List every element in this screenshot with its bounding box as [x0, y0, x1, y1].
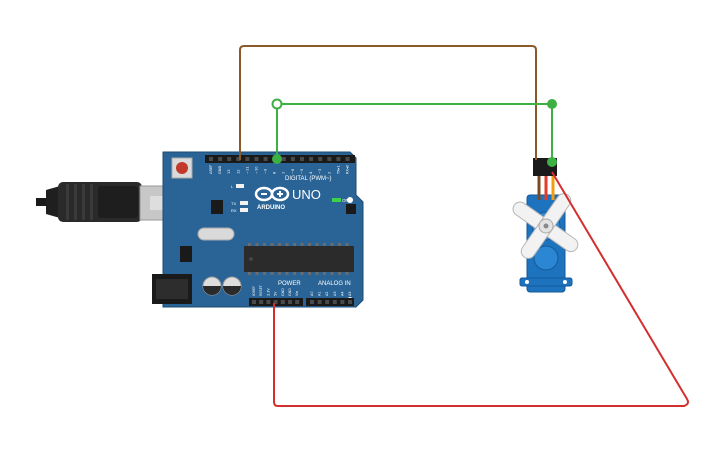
- rx-led-label: RX: [231, 208, 237, 213]
- arduino-uno-board[interactable]: AREF GND 13 12 ~11 ~10 ~9 8 7 ~6 ~5 4 ~3 2 TX▸1 RX◂0 DI…: [152, 151, 364, 308]
- analog-pin-label: A2: [325, 292, 329, 296]
- dc-power-jack[interactable]: [152, 274, 192, 304]
- on-led-label: ON: [342, 198, 349, 203]
- power-header-label: POWER: [278, 281, 301, 287]
- digital-pin-label: GND: [218, 166, 222, 174]
- capacitor: [222, 276, 242, 296]
- digital-pin-8[interactable]: [281, 157, 286, 161]
- rx-led: [240, 208, 248, 212]
- digital-pin-12[interactable]: [318, 157, 323, 161]
- digital-pin-1[interactable]: [218, 157, 223, 161]
- l-led-label: L: [231, 184, 234, 189]
- power-pin-label: 3.3V: [266, 288, 270, 296]
- analog-pin-label: A4: [340, 292, 344, 296]
- digital-pin-label: ~9: [264, 168, 268, 174]
- analog-header-label: ANALOG IN: [318, 281, 351, 287]
- on-led: [332, 198, 341, 202]
- wire-brown[interactable]: [239, 45, 537, 160]
- digital-pin-label: ~3: [318, 169, 322, 174]
- capacitor: [202, 276, 222, 296]
- digital-pin-label: 7: [282, 172, 286, 174]
- power-pin-3[interactable]: [273, 300, 278, 304]
- power-pin-label: RESET: [259, 284, 263, 296]
- digital-pin-9[interactable]: [290, 157, 295, 161]
- power-pin-label: GND: [281, 288, 285, 296]
- smd-chip: [346, 204, 356, 214]
- analog-pin-2[interactable]: [325, 300, 330, 304]
- analog-pin-1[interactable]: [317, 300, 322, 304]
- power-pin-label: GND: [288, 288, 292, 296]
- digital-pin-label: AREF: [209, 165, 213, 174]
- usb-cable-icon[interactable]: [36, 182, 171, 222]
- power-pin-label: 5V: [274, 291, 278, 296]
- power-pin-0[interactable]: [252, 300, 256, 304]
- digital-pin-2[interactable]: [227, 157, 232, 161]
- digital-pin-3[interactable]: [236, 157, 241, 161]
- analog-pin-label: A3: [333, 292, 337, 296]
- digital-pin-label: ~6: [291, 168, 295, 174]
- usb-chip: [211, 200, 223, 214]
- digital-pin-label: 4: [309, 171, 313, 174]
- wire-endpoint-servo-signal[interactable]: [547, 157, 557, 167]
- power-pin-5[interactable]: [288, 300, 292, 304]
- arduino-logo-icon: [254, 186, 290, 202]
- crystal-oscillator: [197, 227, 235, 241]
- analog-pin-0[interactable]: [310, 300, 314, 304]
- digital-pin-10[interactable]: [300, 157, 304, 161]
- tx-led-label: TX: [231, 201, 236, 206]
- servo-horn[interactable]: [510, 191, 580, 261]
- digital-pin-label: TX▸1: [336, 165, 340, 175]
- digital-pin-15[interactable]: [345, 157, 350, 161]
- digital-pin-0[interactable]: [209, 157, 213, 161]
- digital-pin-label: ~10: [255, 166, 259, 174]
- power-pin-label: Vin: [295, 291, 299, 296]
- digital-pin-label: 2: [327, 172, 331, 174]
- power-pin-2[interactable]: [266, 300, 271, 304]
- wire-bend-point[interactable]: [547, 99, 557, 109]
- wire-bend-point[interactable]: [271, 98, 283, 110]
- power-pin-1[interactable]: [259, 300, 264, 304]
- power-pin-label: IOREF: [252, 286, 256, 296]
- tx-led: [240, 201, 248, 205]
- wire-green[interactable]: [276, 103, 553, 162]
- digital-header-label: DIGITAL (PWM~): [285, 176, 332, 182]
- digital-pin-label: 13: [227, 169, 231, 174]
- digital-pin-6[interactable]: [263, 157, 268, 161]
- wire-endpoint-pin9[interactable]: [272, 154, 282, 164]
- analog-pin-3[interactable]: [332, 300, 337, 304]
- analog-pin-label: A5: [348, 292, 352, 296]
- wire-red[interactable]: [273, 171, 689, 407]
- power-pin-4[interactable]: [280, 300, 285, 304]
- atmega-chip: [244, 243, 354, 275]
- servo-motor-icon[interactable]: [510, 158, 580, 293]
- power-pin-6[interactable]: [295, 300, 300, 304]
- digital-pin-label: ~11: [245, 166, 249, 174]
- analog-pin-4[interactable]: [340, 300, 345, 304]
- brand-label: ARDUINO: [257, 205, 285, 211]
- mounting-hole: [347, 197, 353, 203]
- digital-pin-14[interactable]: [336, 157, 341, 161]
- digital-pin-5[interactable]: [254, 157, 259, 161]
- l-led: [236, 184, 244, 188]
- analog-header[interactable]: [306, 298, 354, 306]
- model-label: UNO: [292, 187, 321, 202]
- digital-pin-4[interactable]: [245, 157, 250, 161]
- analog-pin-label: A0: [310, 292, 314, 296]
- digital-pin-label: RX◂0: [346, 164, 350, 174]
- voltage-regulator: [180, 246, 192, 262]
- digital-pin-label: ~5: [300, 169, 304, 174]
- digital-pin-13[interactable]: [327, 157, 332, 161]
- digital-pin-label: 8: [273, 171, 277, 174]
- analog-pin-label: A1: [318, 292, 322, 296]
- analog-pin-5[interactable]: [348, 300, 352, 304]
- digital-pin-label: 12: [236, 169, 240, 174]
- reset-button[interactable]: [171, 157, 193, 179]
- digital-pin-11[interactable]: [309, 157, 314, 161]
